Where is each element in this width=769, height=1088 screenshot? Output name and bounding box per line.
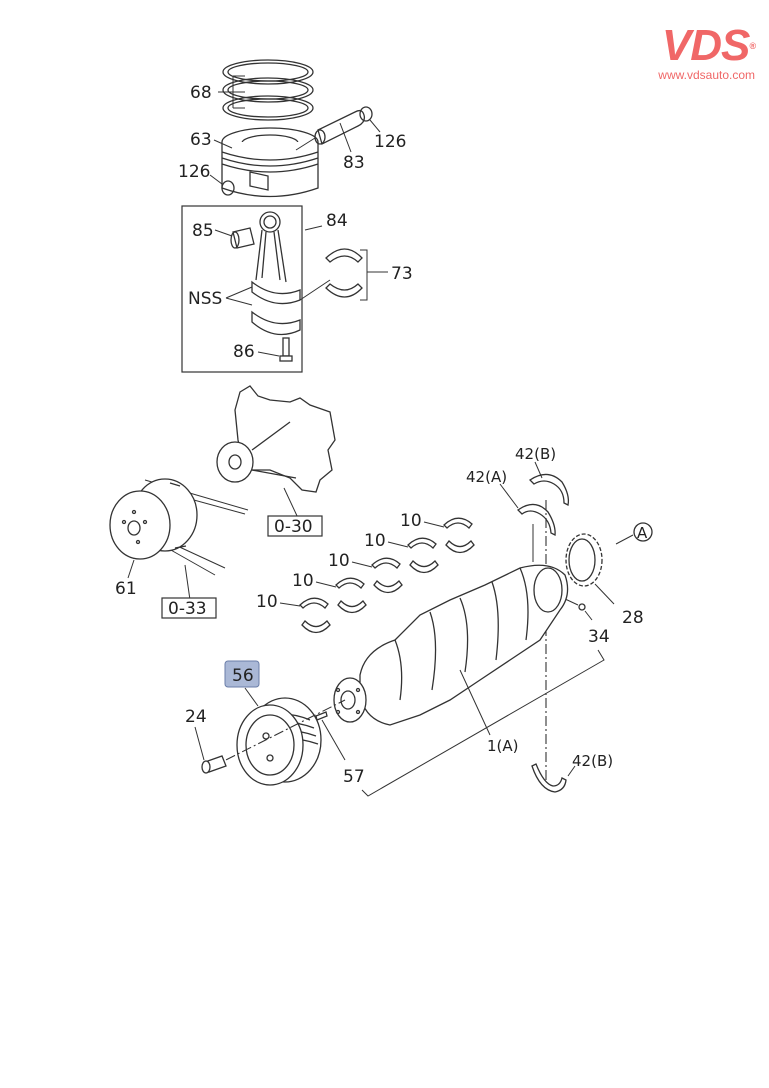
callout-10-1[interactable]: 10 bbox=[256, 592, 278, 612]
callout-24[interactable]: 24 bbox=[185, 707, 207, 727]
callout-56[interactable]: 56 bbox=[232, 666, 254, 686]
callout-0-30[interactable]: 0-30 bbox=[274, 517, 313, 537]
piston-pin bbox=[314, 109, 366, 145]
callout-63[interactable]: 63 bbox=[190, 130, 212, 150]
leader-10-3 bbox=[351, 561, 373, 568]
leader-56 bbox=[244, 687, 259, 707]
leader-34 bbox=[562, 597, 593, 621]
leader-10-2 bbox=[315, 581, 337, 588]
leader-1a bbox=[459, 669, 491, 736]
leader-126-right bbox=[369, 119, 381, 133]
leader-61 bbox=[127, 559, 135, 579]
leader-57 bbox=[321, 719, 346, 761]
pulley-axis bbox=[209, 699, 346, 769]
thrust-washer-b-top bbox=[528, 473, 570, 506]
leader-ref-a bbox=[615, 534, 634, 545]
callout-10-4[interactable]: 10 bbox=[364, 531, 386, 551]
main-bearing-set-3 bbox=[371, 557, 403, 594]
con-rod-bolt bbox=[279, 337, 293, 362]
main-bearing-set-2 bbox=[335, 577, 367, 614]
callout-84[interactable]: 84 bbox=[326, 211, 348, 231]
leader-42b-top bbox=[534, 461, 543, 479]
piston-rings bbox=[222, 59, 314, 121]
logo-url: www.vdsauto.com bbox=[658, 68, 755, 82]
ref-box-0-30 bbox=[267, 515, 323, 537]
callout-10-3[interactable]: 10 bbox=[328, 551, 350, 571]
callout-28[interactable]: 28 bbox=[622, 608, 644, 628]
registered-mark: ® bbox=[749, 41, 756, 51]
leader-42b-bottom bbox=[567, 765, 576, 777]
callout-10-5[interactable]: 10 bbox=[400, 511, 422, 531]
callout-1a[interactable]: 1(A) bbox=[487, 737, 519, 755]
leader-10-1 bbox=[279, 602, 301, 607]
leader-42a bbox=[499, 483, 519, 509]
fan-pulley bbox=[109, 478, 249, 576]
callout-42a[interactable]: 42(A) bbox=[466, 468, 507, 486]
callout-42b-bottom[interactable]: 42(B) bbox=[572, 752, 613, 770]
leader-86 bbox=[257, 351, 280, 357]
main-bearing-set-1 bbox=[299, 597, 331, 634]
callout-68[interactable]: 68 bbox=[190, 83, 212, 103]
leader-85 bbox=[214, 229, 233, 237]
callout-ref-a[interactable]: A bbox=[637, 524, 648, 542]
thrust-washer-a bbox=[516, 503, 556, 537]
callout-73[interactable]: 73 bbox=[391, 264, 413, 284]
connecting-rod bbox=[251, 211, 301, 336]
main-bearing-set-5 bbox=[443, 517, 475, 554]
callout-nss[interactable]: NSS bbox=[188, 289, 222, 309]
crank-pulley bbox=[236, 697, 322, 786]
bracket-crank-assy bbox=[361, 649, 605, 797]
water-pump bbox=[216, 385, 336, 493]
timing-gear bbox=[565, 533, 603, 587]
leader-24 bbox=[194, 726, 205, 761]
callout-85[interactable]: 85 bbox=[192, 221, 214, 241]
leader-nss bbox=[225, 286, 253, 306]
bushing bbox=[230, 227, 255, 249]
pulley-bolt bbox=[201, 755, 227, 774]
leader-10-5 bbox=[423, 521, 445, 528]
main-bearing-set-4 bbox=[407, 537, 439, 574]
con-rod-bearings bbox=[325, 248, 363, 298]
leader-68 bbox=[218, 75, 245, 109]
leader-73 bbox=[299, 249, 388, 301]
main-bearings bbox=[299, 517, 475, 634]
callout-126-left[interactable]: 126 bbox=[178, 162, 210, 182]
highlight-56 bbox=[224, 660, 260, 688]
leader-84 bbox=[304, 225, 323, 231]
leader-0-30 bbox=[283, 487, 299, 519]
callout-34[interactable]: 34 bbox=[588, 627, 610, 647]
leader-83 bbox=[295, 122, 352, 153]
callout-57[interactable]: 57 bbox=[343, 767, 365, 787]
key bbox=[578, 603, 586, 611]
snap-ring-right bbox=[359, 106, 373, 122]
dowel-pin bbox=[315, 711, 328, 721]
logo-brand: VDS® bbox=[661, 21, 756, 70]
callout-42b-top[interactable]: 42(B) bbox=[515, 445, 556, 463]
ref-box-0-33 bbox=[161, 597, 217, 619]
callout-126-right[interactable]: 126 bbox=[374, 132, 406, 152]
leader-10-4 bbox=[387, 541, 409, 548]
vds-logo: VDS® www.vdsauto.com bbox=[625, 21, 756, 83]
piston bbox=[221, 127, 319, 198]
thrust-washer-b-bottom bbox=[531, 763, 567, 793]
leader-28 bbox=[594, 583, 615, 605]
callout-83[interactable]: 83 bbox=[343, 153, 365, 173]
callout-10-2[interactable]: 10 bbox=[292, 571, 314, 591]
leader-0-33 bbox=[184, 564, 191, 601]
leader-63 bbox=[213, 139, 233, 149]
ref-a-circle bbox=[633, 522, 653, 542]
crankshaft bbox=[333, 564, 569, 726]
snap-ring-left bbox=[221, 180, 235, 196]
callout-86[interactable]: 86 bbox=[233, 342, 255, 362]
leader-126-left bbox=[209, 174, 223, 185]
callout-61[interactable]: 61 bbox=[115, 579, 137, 599]
callout-0-33[interactable]: 0-33 bbox=[168, 599, 207, 619]
